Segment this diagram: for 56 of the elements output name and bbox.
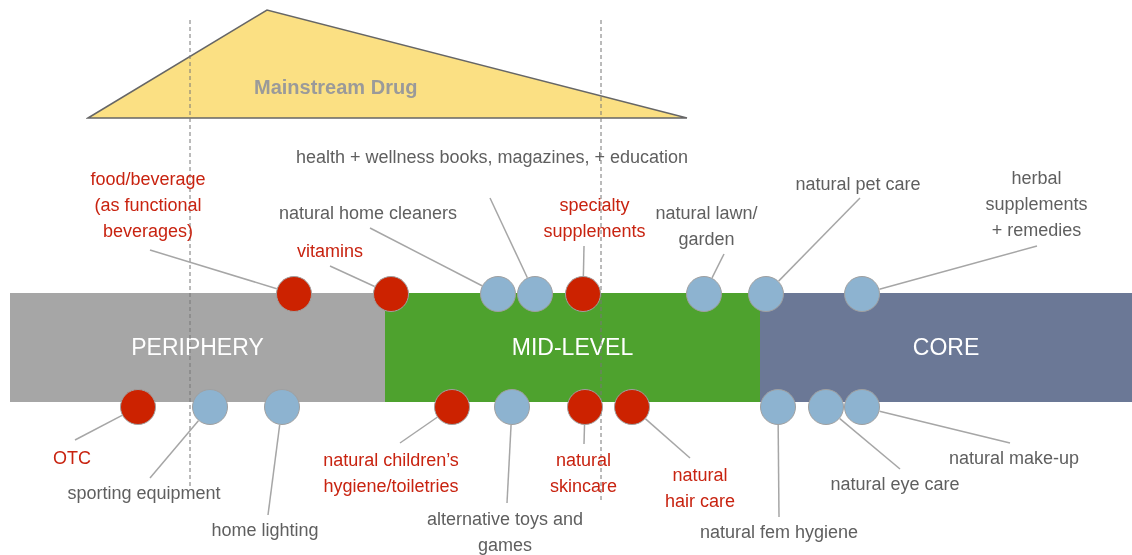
dot-marker xyxy=(844,389,880,425)
segment-bar xyxy=(760,293,1132,402)
segment-label: PERIPHERY xyxy=(131,334,264,361)
leader-line xyxy=(489,197,529,279)
category-label: natural lawn/ garden xyxy=(654,202,759,251)
shape-label: Mainstream Drug xyxy=(254,76,418,99)
dot-marker xyxy=(565,276,601,312)
category-label: health + wellness books, magazines, + education xyxy=(295,146,689,169)
segment-label: CORE xyxy=(912,334,980,361)
category-label: natural make-up xyxy=(948,447,1080,470)
category-label: natural hair care xyxy=(664,464,736,513)
segment-bar xyxy=(385,293,760,402)
leader-line xyxy=(329,265,376,288)
category-label: herbal supplements + remedies xyxy=(984,167,1089,242)
segment-bar xyxy=(10,293,385,402)
leader-line xyxy=(839,417,901,470)
leader-line xyxy=(878,410,1011,444)
category-label: vitamins xyxy=(297,240,363,263)
dot-marker xyxy=(264,389,300,425)
dot-marker xyxy=(686,276,722,312)
leader-line xyxy=(711,253,725,279)
category-label: natural eye care xyxy=(830,473,960,496)
dot-marker xyxy=(120,389,156,425)
category-label: food/beverage (as functional beverages) xyxy=(89,168,207,243)
category-label: natural pet care xyxy=(795,173,921,196)
leader-line xyxy=(583,424,586,445)
dot-marker xyxy=(517,276,553,312)
dot-marker xyxy=(748,276,784,312)
dot-marker xyxy=(276,276,312,312)
leader-line xyxy=(74,414,123,441)
leader-line xyxy=(582,245,585,277)
leader-line xyxy=(777,424,780,518)
leader-line xyxy=(399,416,438,444)
leader-line xyxy=(878,245,1038,290)
category-label: OTC xyxy=(53,447,91,470)
category-label: specialty supplements xyxy=(542,194,647,243)
category-label: natural skincare xyxy=(549,449,618,498)
category-label: natural home cleaners xyxy=(278,202,458,225)
dot-marker xyxy=(373,276,409,312)
dot-marker xyxy=(494,389,530,425)
category-label: alternative toys and games xyxy=(425,508,585,555)
segment-label: MID-LEVEL xyxy=(511,334,634,361)
leader-line xyxy=(777,197,861,282)
dot-marker xyxy=(760,389,796,425)
dot-marker xyxy=(480,276,516,312)
leader-line xyxy=(506,424,512,504)
category-label: sporting equipment xyxy=(67,482,221,505)
leader-line xyxy=(267,424,281,516)
category-label: natural fem hygiene xyxy=(699,521,859,544)
leader-line xyxy=(149,249,278,290)
leader-line xyxy=(149,420,200,479)
category-label: natural children’s hygiene/toiletries xyxy=(322,449,460,498)
dot-marker xyxy=(844,276,880,312)
category-label: home lighting xyxy=(211,519,319,542)
leader-line xyxy=(644,418,691,459)
leader-line xyxy=(369,227,483,287)
